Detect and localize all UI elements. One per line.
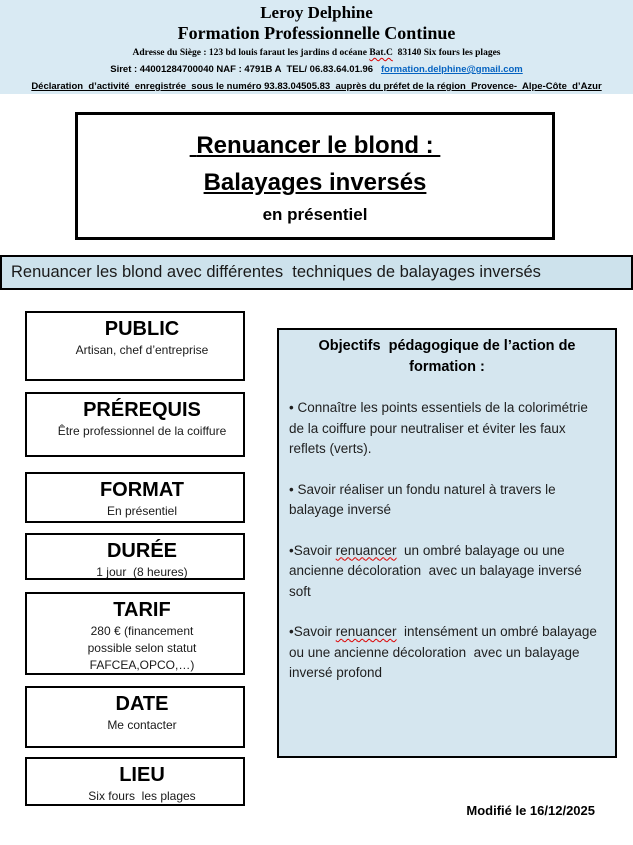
address-text: Adresse du Siège : 123 bd louis faraut l… — [132, 48, 370, 58]
course-description-text: Renuancer les blond avec différentes tec… — [11, 263, 541, 281]
objectives-list: • Connaître les points essentiels de la … — [289, 398, 605, 684]
course-description-banner: Renuancer les blond avec différentes tec… — [0, 255, 633, 290]
info-box-value: Six fours les plages — [88, 789, 196, 803]
info-box-title: DURÉE — [106, 540, 177, 562]
siret-line: Siret : 44001284700040 NAF : 4791B A TEL… — [0, 64, 633, 76]
info-box-value: Être professionnel de la coiffure — [57, 424, 227, 438]
bullet-spellcheck-word: renuancer — [335, 624, 397, 639]
email-link[interactable]: formation.delphine@gmail.com — [381, 64, 523, 75]
bullet-text: •Savoir — [289, 624, 336, 639]
objective-bullet: • Connaître les points essentiels de la … — [289, 398, 605, 460]
objectives-box: Objectifs pédagogique de l’action de for… — [277, 328, 617, 758]
info-box-title: PRÉREQUIS — [83, 399, 201, 421]
course-title-line2: Balayages inversés — [203, 169, 427, 196]
info-box-format: FORMAT En présentiel — [25, 472, 245, 523]
address-line: Adresse du Siège : 123 bd louis faraut l… — [0, 47, 633, 59]
course-title-box: Renuancer le blond : Balayages inversés … — [75, 112, 555, 240]
info-box-lieu: LIEU Six fours les plages — [25, 757, 245, 806]
declaration-line: Déclaration d’activité enregistrée sous … — [31, 81, 602, 92]
org-subtitle: Formation Professionnelle Continue — [177, 23, 456, 43]
info-box-date: DATE Me contacter — [25, 686, 245, 748]
info-box-value: Me contacter — [107, 718, 177, 732]
course-title-line3: en présentiel — [262, 205, 368, 224]
objectives-title: Objectifs pédagogique de l’action de for… — [318, 338, 580, 375]
info-box-title: LIEU — [119, 764, 165, 786]
info-box-title: PUBLIC — [104, 318, 180, 340]
bullet-text: • Savoir réaliser un fondu naturel à tra… — [289, 481, 560, 518]
address-spellcheck-word: Bat.C — [369, 48, 393, 58]
objective-bullet: • Savoir réaliser un fondu naturel à tra… — [289, 480, 605, 521]
bullet-text: • Connaître les points essentiels de la … — [289, 400, 592, 456]
info-box-title: FORMAT — [99, 479, 185, 501]
modified-date: Modifié le 16/12/2025 — [466, 803, 595, 818]
info-box-durée: DURÉE 1 jour (8 heures) — [25, 533, 245, 580]
info-box-tarif: TARIF 280 € (financement possible selon st… — [25, 592, 245, 675]
org-name: Leroy Delphine — [260, 3, 373, 22]
info-box-value: possible selon statut — [87, 641, 197, 655]
objective-bullet: •Savoir renuancer un ombré balayage ou u… — [289, 541, 605, 603]
info-box-value: En présentiel — [106, 504, 178, 518]
course-title-line1: Renuancer le blond : — [189, 132, 441, 159]
address-text-end: 83140 Six fours les plages — [392, 48, 501, 58]
info-box-title: TARIF — [113, 599, 171, 621]
bullet-text-end: intensément un ombré balayage ou une anc… — [289, 624, 601, 680]
siret-text: Siret : 44001284700040 NAF : 4791B A TEL… — [110, 64, 381, 75]
info-box-prérequis: PRÉREQUIS Être professionnel de la coiffu… — [25, 392, 245, 457]
info-box-value: 280 € (financement — [90, 624, 194, 638]
info-box-title: DATE — [115, 693, 169, 715]
letterhead: Leroy Delphine Formation Professionnelle… — [0, 0, 633, 94]
bullet-text: •Savoir — [289, 542, 336, 558]
info-box-value: Artisan, chef d’entreprise — [75, 343, 209, 357]
objective-bullet: •Savoir renuancer intensément un ombré b… — [289, 622, 605, 684]
info-box-value: FAFCEA,OPCO,…) — [89, 658, 195, 672]
info-box-public: PUBLIC Artisan, chef d’entreprise — [25, 311, 245, 381]
bullet-spellcheck-word: renuancer — [335, 542, 397, 558]
bullet-text-end: un ombré balayage ou une ancienne décolo… — [289, 542, 586, 599]
info-box-value: 1 jour (8 heures) — [96, 565, 188, 579]
